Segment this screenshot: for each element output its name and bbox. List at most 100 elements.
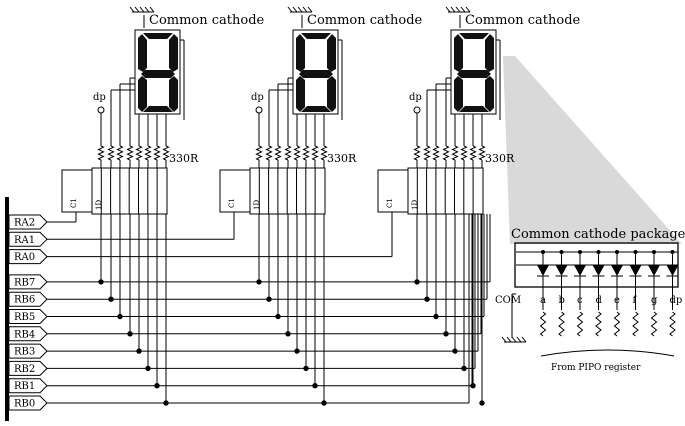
register-clock-label: C1 (386, 198, 394, 208)
register-clock-label: C1 (70, 198, 78, 208)
segment-a (459, 33, 489, 39)
register-control-block (61, 169, 97, 213)
segment-g (141, 70, 175, 78)
port-flag (8, 231, 48, 247)
register-control-block (377, 169, 413, 213)
segment-b (169, 34, 178, 72)
port-label: RB6 (14, 295, 35, 306)
segment-label-c: c (163, 89, 167, 97)
package-pin-b: b (559, 295, 565, 306)
segment-label-e: e (149, 89, 154, 97)
resistor (293, 145, 301, 161)
diode-e (611, 265, 623, 276)
resistor (460, 145, 468, 161)
diode-g (648, 265, 660, 276)
port-label: RA1 (14, 235, 35, 246)
segment-label-d: d (472, 96, 477, 104)
resistor (144, 145, 152, 161)
segment-g (457, 70, 491, 78)
diode-a (537, 265, 549, 276)
port-flag (8, 249, 48, 265)
resistor-label: 330R (327, 152, 357, 165)
dp-label: dp (93, 92, 106, 103)
segment-c (327, 76, 336, 112)
package-com-label: COM (495, 295, 521, 306)
package-title: Common cathode package (511, 227, 685, 242)
dp-label: dp (251, 92, 264, 103)
port-label: RB4 (14, 329, 35, 340)
resistor (153, 145, 161, 161)
resistor (116, 145, 124, 161)
resistor (442, 145, 450, 161)
port-rb1: RB1 (8, 378, 48, 394)
diode-b (555, 265, 568, 276)
segment-label-c: c (321, 89, 325, 97)
resistor (413, 145, 421, 161)
segment-label-b: b (321, 49, 326, 57)
resistor (302, 145, 310, 161)
resistor (107, 145, 115, 161)
dp-point (97, 106, 105, 114)
port-label: RA0 (14, 252, 35, 263)
package-pin-c: c (577, 295, 583, 306)
segment-f (454, 34, 463, 72)
pipo-register: C1 1D (377, 167, 484, 215)
common-cathode-label: Common cathode (465, 13, 581, 28)
package-pin-e: e (614, 295, 620, 306)
common-cathode-package: Common cathode package COM From PIPO reg… (495, 227, 685, 373)
segment-label-b: b (479, 49, 484, 57)
port-flag (8, 326, 48, 342)
resistor (255, 145, 263, 161)
dp-point (255, 106, 263, 114)
resistor (320, 145, 328, 161)
resistor (576, 311, 584, 337)
port-label: RA2 (14, 218, 35, 229)
resistor (632, 311, 639, 337)
segment-label-f: f (465, 49, 469, 57)
port-bus-bar (5, 197, 9, 421)
resistor (284, 145, 292, 161)
resistor (595, 311, 602, 337)
segment-label-e: e (465, 89, 470, 97)
resistor (274, 145, 282, 161)
segment-label-f: f (149, 49, 153, 57)
common-cathode-label: Common cathode (149, 13, 265, 28)
diode-dp (666, 265, 679, 276)
register-control-block (219, 169, 255, 213)
port-rb4: RB4 (8, 326, 48, 342)
segment-e (138, 76, 147, 112)
register-data-label: 1D (411, 200, 419, 210)
resistor-label: 330R (169, 152, 199, 165)
segment-c (169, 76, 178, 112)
resistor (469, 145, 477, 161)
segment-label-a: a (472, 42, 477, 50)
port-rb0: RB0 (8, 395, 48, 411)
segment-label-d: d (156, 96, 161, 104)
package-pin-a: a (540, 295, 546, 306)
resistor (311, 145, 319, 161)
segment-label-b: b (163, 49, 168, 57)
segment-f (138, 34, 147, 72)
resistor (135, 145, 143, 161)
register-data-label: 1D (253, 200, 261, 210)
segment-g (299, 70, 333, 78)
dp-point (413, 106, 421, 114)
register-clock-label: C1 (228, 198, 236, 208)
diode-c (574, 265, 586, 276)
common-cathode-label: Common cathode (307, 13, 423, 28)
segment-d (301, 106, 331, 112)
segment-b (485, 34, 494, 72)
port-label: RB2 (14, 364, 35, 375)
resistor (451, 145, 459, 161)
segment-f (296, 34, 305, 72)
callout-shade (503, 56, 682, 244)
port-flag (8, 291, 48, 307)
resistor (432, 145, 440, 161)
ground-symbol (129, 6, 155, 13)
port-flag (8, 274, 48, 290)
package-pin-d: d (596, 295, 603, 306)
port-rb3: RB3 (8, 343, 48, 359)
port-flag (8, 214, 48, 230)
